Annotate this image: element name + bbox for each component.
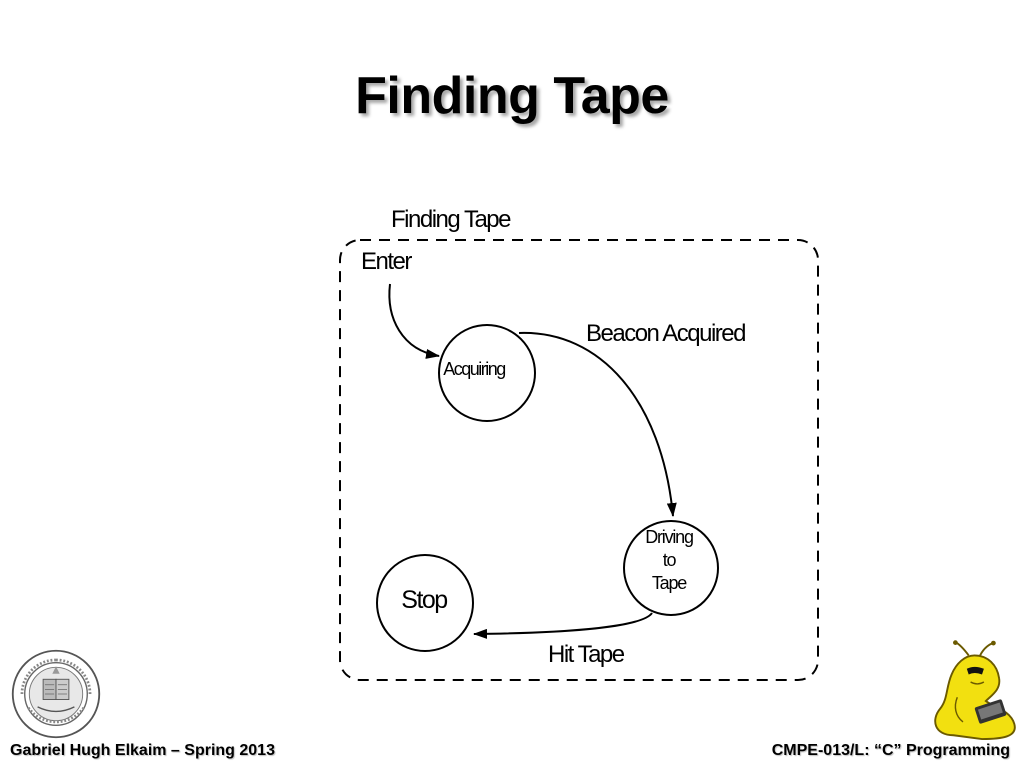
university-seal-icon <box>11 649 101 739</box>
footer-author: Gabriel Hugh Elkaim – Spring 2013 <box>10 742 275 759</box>
entry-label: Enter <box>361 248 412 275</box>
state-acquiring-label: Acquiring <box>443 359 505 379</box>
banana-slug-mascot-icon <box>934 640 1016 741</box>
transition-beacon-acquired <box>518 331 677 517</box>
footer-course: CMPE-013/L: “C” Programming <box>771 742 1010 759</box>
entry-arrow <box>388 283 440 359</box>
slide-title: Finding Tape <box>355 67 669 125</box>
state-stop <box>376 554 474 652</box>
state-acquiring <box>438 324 536 422</box>
state-stop-label: Stop <box>401 586 447 614</box>
state-driving-to-tape <box>623 520 719 616</box>
transition-beacon-acquired-label: Beacon Acquired <box>586 320 745 347</box>
state-driving-label-line1: Driving <box>645 527 693 547</box>
transition-hit-tape-label: Hit Tape <box>548 641 625 668</box>
state-driving-label-line3: Tape <box>652 573 687 593</box>
state-driving-label-line2: to <box>663 550 677 570</box>
superstate-box <box>339 239 819 681</box>
superstate-label: Finding Tape <box>391 206 511 233</box>
transition-hit-tape <box>473 612 653 639</box>
